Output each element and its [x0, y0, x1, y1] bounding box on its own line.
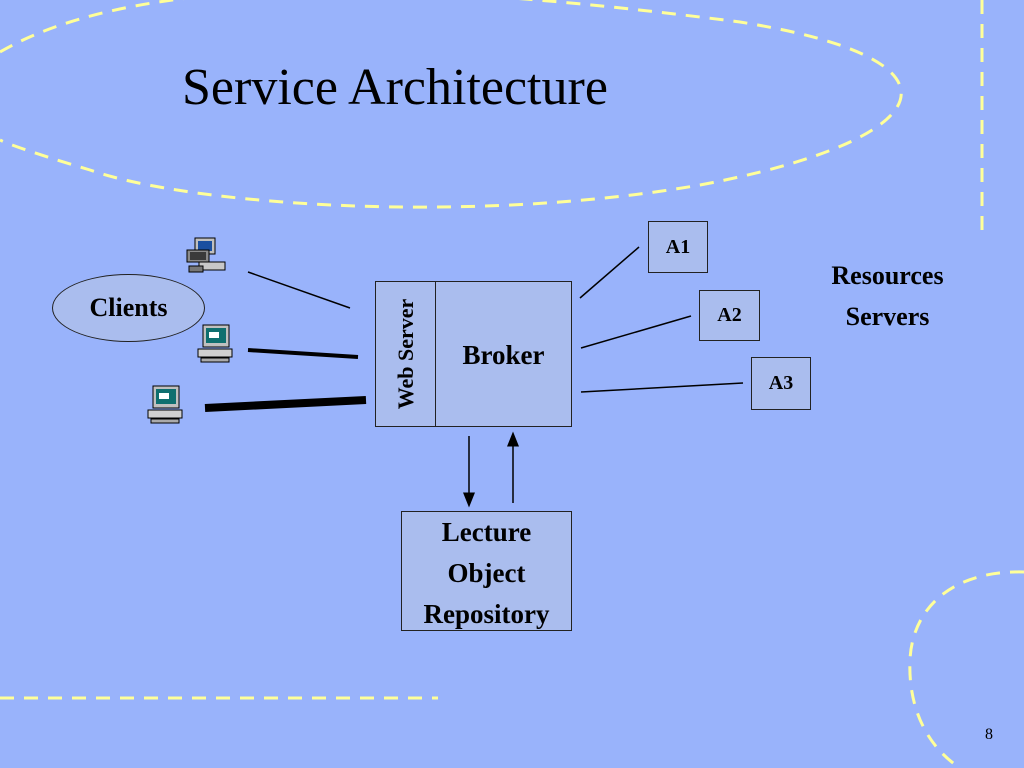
page-number: 8 — [985, 726, 993, 743]
resource-a1-label: A1 — [665, 235, 691, 258]
a2-link — [580, 315, 692, 349]
web-server-label: Web Server — [392, 298, 418, 410]
resource-a2-label: A2 — [717, 304, 742, 326]
repository-line-1: Lecture — [441, 517, 532, 547]
networked-computer-icon — [186, 237, 226, 273]
resource-a1: A1 — [648, 221, 708, 273]
a1-link — [579, 246, 640, 299]
desktop-computer-icon — [197, 324, 233, 363]
client-3-link — [204, 396, 367, 412]
resources-servers-label: Resources Servers — [800, 255, 975, 337]
broker-label: Broker — [462, 340, 545, 370]
resource-a2: A2 — [699, 290, 760, 341]
client-2-link — [247, 348, 359, 359]
repository-line-3: Repository — [423, 599, 550, 629]
repository-node: Lecture Object Repository — [401, 511, 572, 631]
clients-node: Clients — [52, 274, 205, 342]
repository-line-2: Object — [447, 558, 526, 588]
resource-a3-label: A3 — [768, 372, 794, 394]
broker-node: Broker — [435, 281, 572, 427]
a3-link — [580, 382, 744, 393]
clients-label: Clients — [89, 293, 168, 322]
resources-servers-line-2: Servers — [845, 302, 930, 331]
client-1-link — [247, 271, 351, 309]
resource-a3: A3 — [751, 357, 811, 410]
desktop-computer-icon — [147, 385, 183, 424]
web-server-node: Web Server — [375, 281, 435, 427]
resources-servers-line-1: Resources — [831, 261, 944, 290]
slide-title: Service Architecture — [182, 59, 608, 116]
